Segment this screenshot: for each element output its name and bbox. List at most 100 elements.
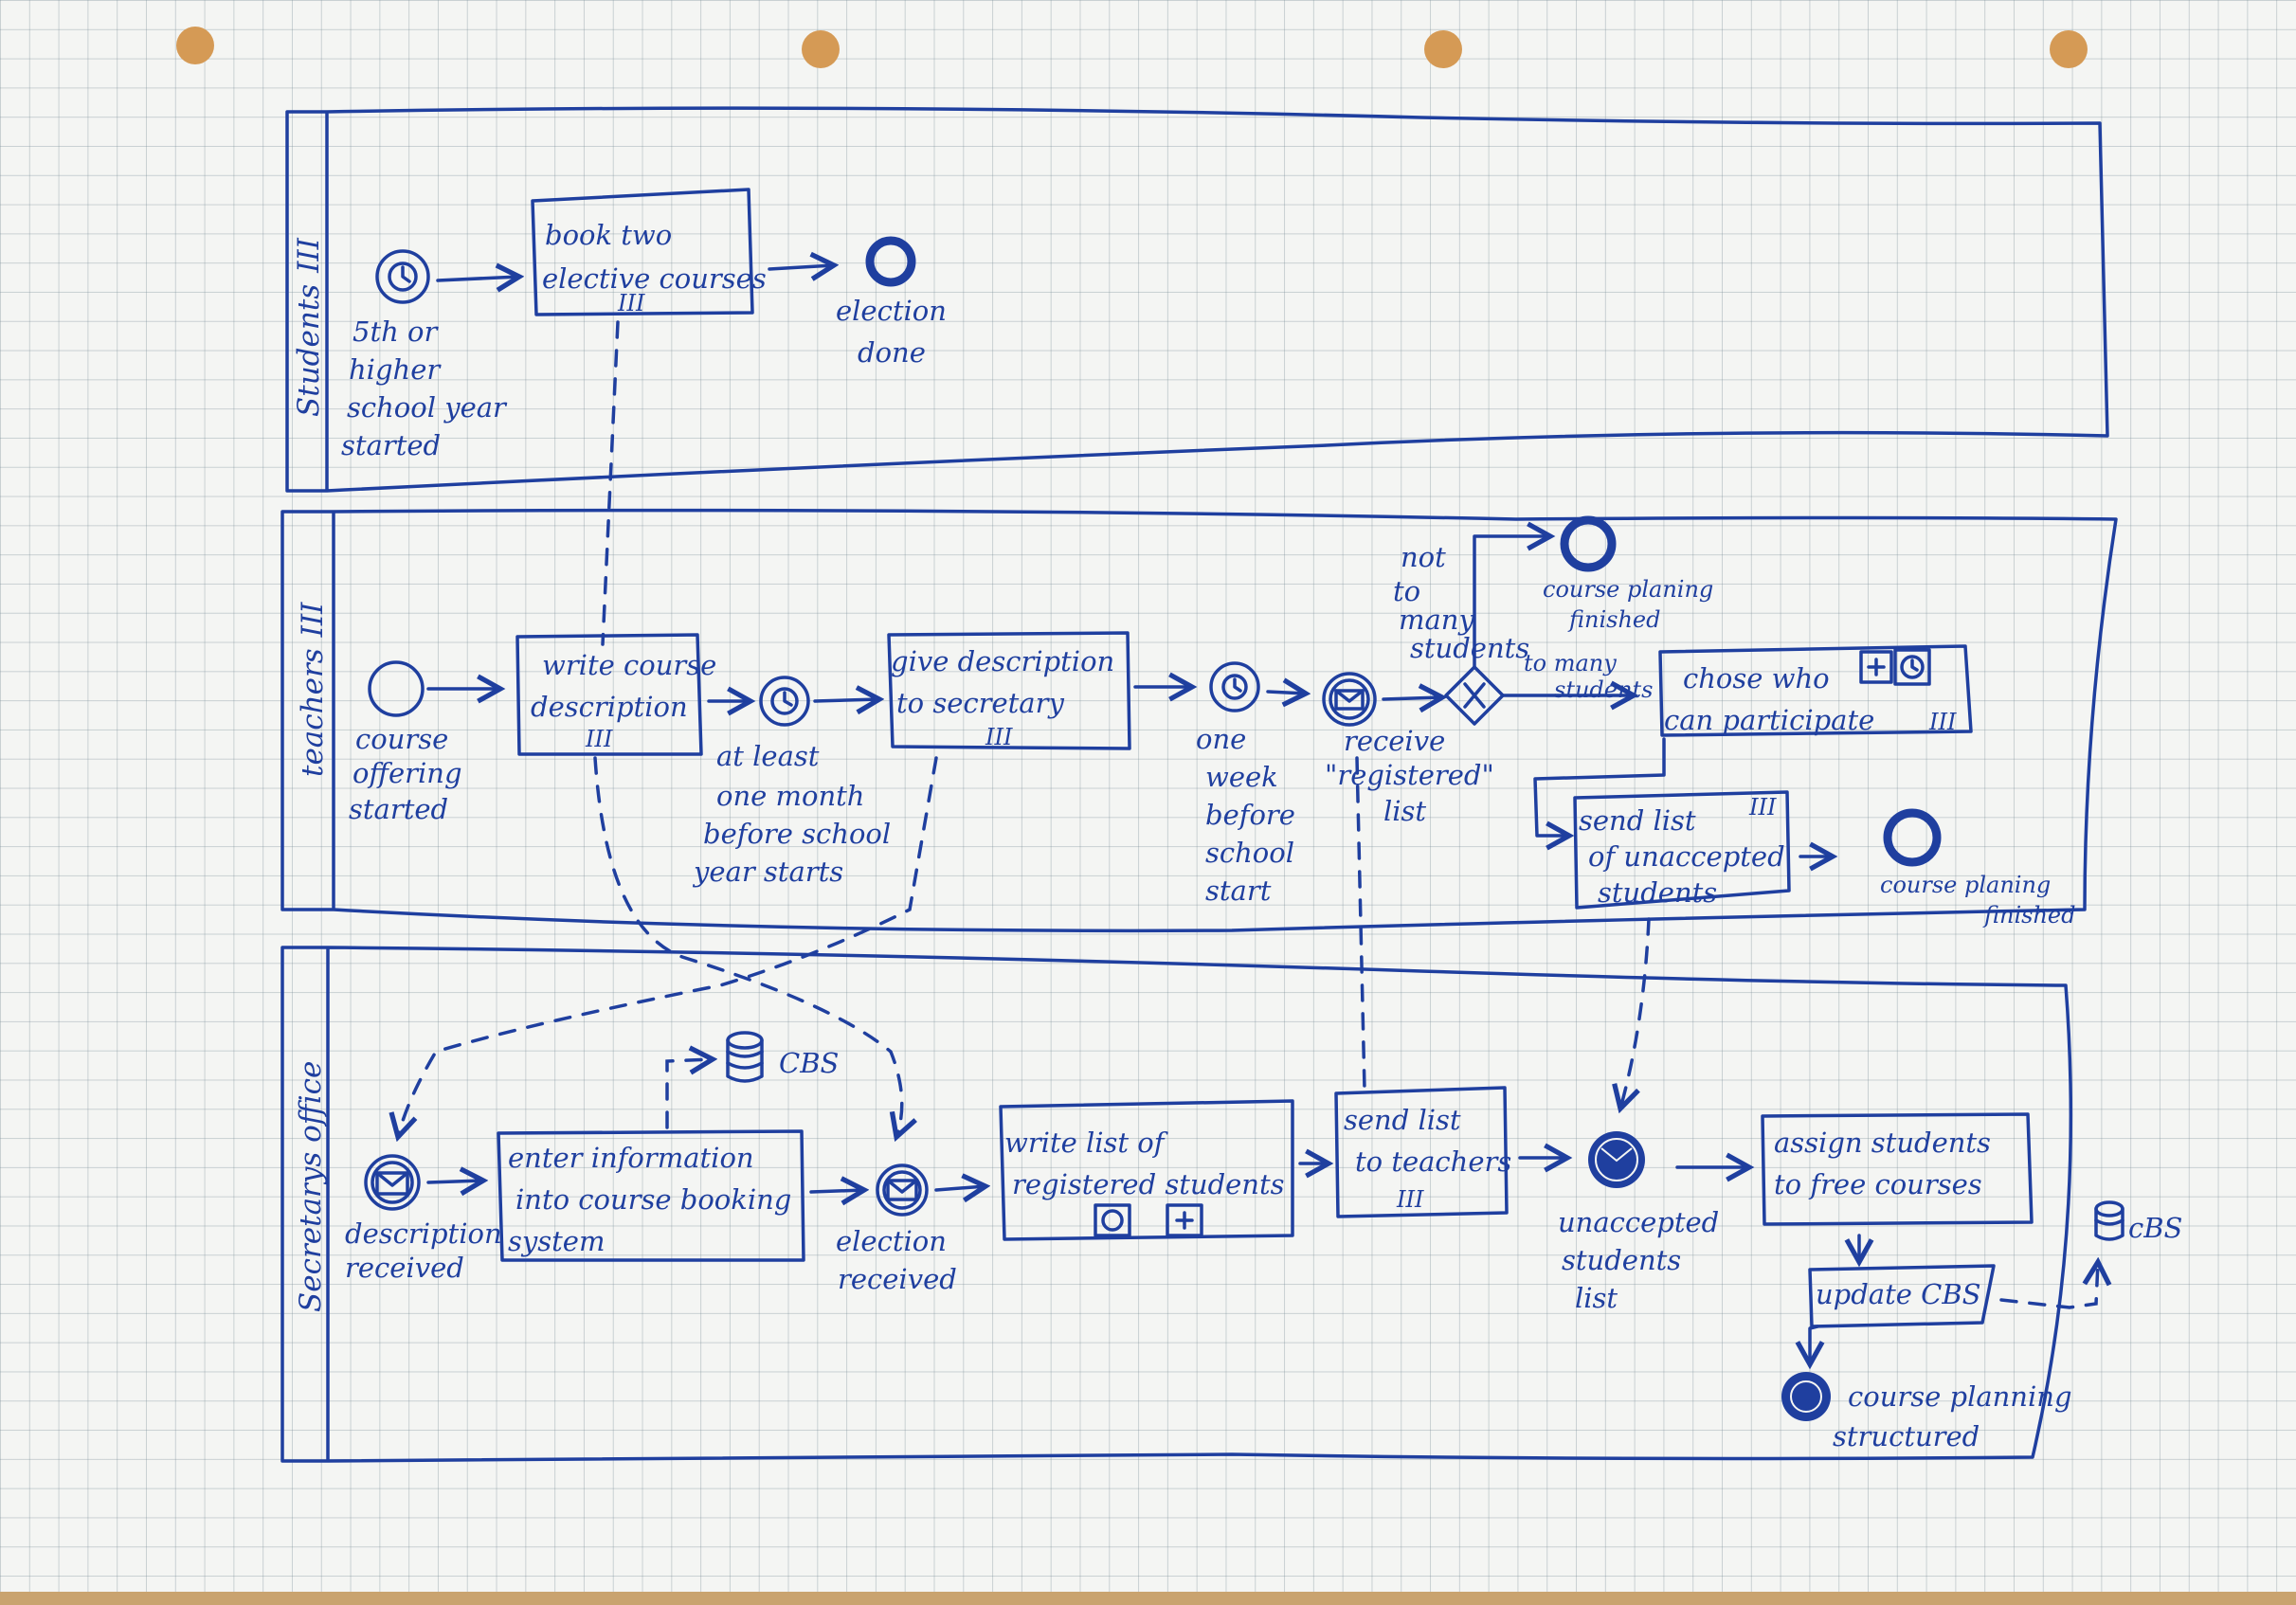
svg-text:enter information into: enter information into course booking sy… [508, 1142, 801, 1257]
multi-instance-marker: III [1396, 1186, 1424, 1213]
event-label-line: offering [353, 757, 462, 789]
binder-hole [1424, 30, 1462, 68]
message-event-election-received: election received [836, 1163, 957, 1295]
task-send-list-teachers: send list to teachers III [1334, 1086, 1511, 1218]
event-label-line: school [1205, 837, 1294, 869]
svg-text:StudentsIII: StudentsIII [292, 237, 326, 417]
gateway-condition-too-many: to many students [1524, 650, 1653, 703]
data-store-cbs-right: cBS [2094, 1200, 2182, 1244]
condition-line: students [1410, 632, 1529, 664]
event-label-line: started [341, 429, 441, 461]
condition-line: not [1401, 541, 1446, 573]
sequence-flow [768, 265, 834, 269]
svg-text:book two elective cours: book two elective courses [542, 219, 767, 295]
task-enter-information: enter information into course booking sy… [497, 1129, 805, 1262]
event-label-line: unaccepted [1558, 1206, 1719, 1238]
subprocess-marker-icon [1166, 1203, 1203, 1237]
task-label-line: send list [1579, 804, 1696, 837]
timer-event-one-month: at least one month before school year st… [692, 676, 899, 888]
task-label-line: registered students [1012, 1168, 1285, 1200]
start-event-course-offering: course offering started [349, 660, 471, 825]
data-association [665, 1059, 713, 1129]
binder-hole [802, 30, 840, 68]
svg-text:receive "registered": receive "registered" list [1325, 725, 1503, 827]
condition-line: to [1393, 575, 1420, 607]
task-update-cbs: update CBS [1808, 1264, 1996, 1328]
sequence-flow [1382, 697, 1442, 699]
task-label-line: to secretary [896, 687, 1064, 719]
event-label-line: students [1562, 1244, 1681, 1276]
message-flow [601, 320, 620, 646]
task-label-line: to teachers [1355, 1145, 1511, 1178]
task-label-line: send list [1344, 1104, 1461, 1136]
event-label-line: "registered" [1325, 759, 1494, 791]
binder-hole [2050, 30, 2088, 68]
event-label-line: 5th or [353, 316, 439, 348]
svg-text:chose who can participat: chose who can participate [1664, 662, 1874, 736]
event-label-line: finished [1567, 606, 1660, 633]
sequence-flow [813, 699, 879, 701]
task-label-line: into course booking [515, 1183, 791, 1216]
svg-text:description received: description received [345, 1217, 511, 1284]
start-event-school-year: 5th or higher school year started [341, 249, 515, 461]
end-event-course-planning-finished-right: course planing finished [1880, 808, 2075, 929]
event-label-line: at least [716, 740, 820, 772]
event-label-line: election [836, 295, 947, 327]
svg-text:at least one month: at least one month before school year st… [692, 740, 899, 888]
lane-secretary: Secretarys office [280, 946, 2073, 1463]
task-label-line: assign students [1774, 1127, 1991, 1159]
task-label-line: system [508, 1225, 605, 1257]
sequence-flow [1533, 737, 1666, 836]
binder-hole [176, 27, 214, 64]
svg-text:one week before: one week before school start [1196, 723, 1304, 907]
event-label-line: start [1205, 875, 1272, 907]
lane-label-teachers: teachers [296, 648, 330, 777]
event-label-line: received [345, 1252, 464, 1284]
svg-text:course offering st: course offering started [349, 723, 471, 825]
task-label-line: update CBS [1816, 1278, 1981, 1310]
svg-text:election received: election received [836, 1225, 957, 1295]
task-label-line: students [1598, 876, 1717, 909]
lane-students: StudentsIII [285, 106, 2109, 493]
task-label-line: chose who [1683, 662, 1830, 694]
sequence-flow [1473, 536, 1550, 669]
sequence-flow [1810, 1325, 1817, 1364]
event-label-line: list [1383, 795, 1426, 827]
message-flow [1620, 917, 1651, 1109]
event-label-line: one month [716, 780, 864, 812]
event-label-line: course planing [1880, 872, 2051, 898]
gateway-condition-not-too-many: not to many students [1393, 541, 1529, 664]
event-label-line: week [1205, 761, 1278, 793]
data-store-cbs-middle: CBS [726, 1031, 839, 1083]
event-label-line: done [858, 336, 926, 369]
sequence-flow [436, 277, 519, 280]
data-store-label: CBS [779, 1047, 839, 1079]
subprocess-marker-icon [1859, 650, 1893, 684]
svg-text:5th or higher scho: 5th or higher school year started [341, 316, 515, 461]
event-label-line: finished [1982, 902, 2075, 929]
svg-text:course planning structur: course planning structured [1833, 1380, 2081, 1452]
task-assign-students: assign students to free courses [1761, 1112, 2034, 1226]
data-association [1999, 1262, 2098, 1309]
event-label-line: structured [1833, 1420, 1980, 1452]
event-label-line: year starts [692, 856, 843, 888]
message-event-unaccepted-list: unaccepted students list [1558, 1131, 1719, 1314]
task-label-line: book two [545, 219, 672, 251]
message-event-receive-list: receive "registered" list [1322, 672, 1503, 827]
task-label-line: write course [542, 649, 716, 681]
svg-text:course planing finished: course planing finished [1543, 576, 1721, 633]
end-event-election-done: election done [836, 236, 947, 369]
lane-teachers: teachersIII [280, 508, 2118, 933]
event-label-line: description [345, 1217, 502, 1250]
task-label-line: elective courses [542, 262, 767, 295]
condition-line: many [1399, 604, 1474, 636]
condition-line: students [1554, 676, 1653, 703]
lane-marker: III [292, 237, 326, 273]
svg-text:write course description: write course description [531, 649, 726, 723]
task-label-line: can participate [1664, 704, 1874, 736]
task-label-line: of unaccepted [1588, 840, 1785, 873]
message-flow [1355, 756, 1366, 1091]
event-label-line: course [355, 723, 448, 755]
